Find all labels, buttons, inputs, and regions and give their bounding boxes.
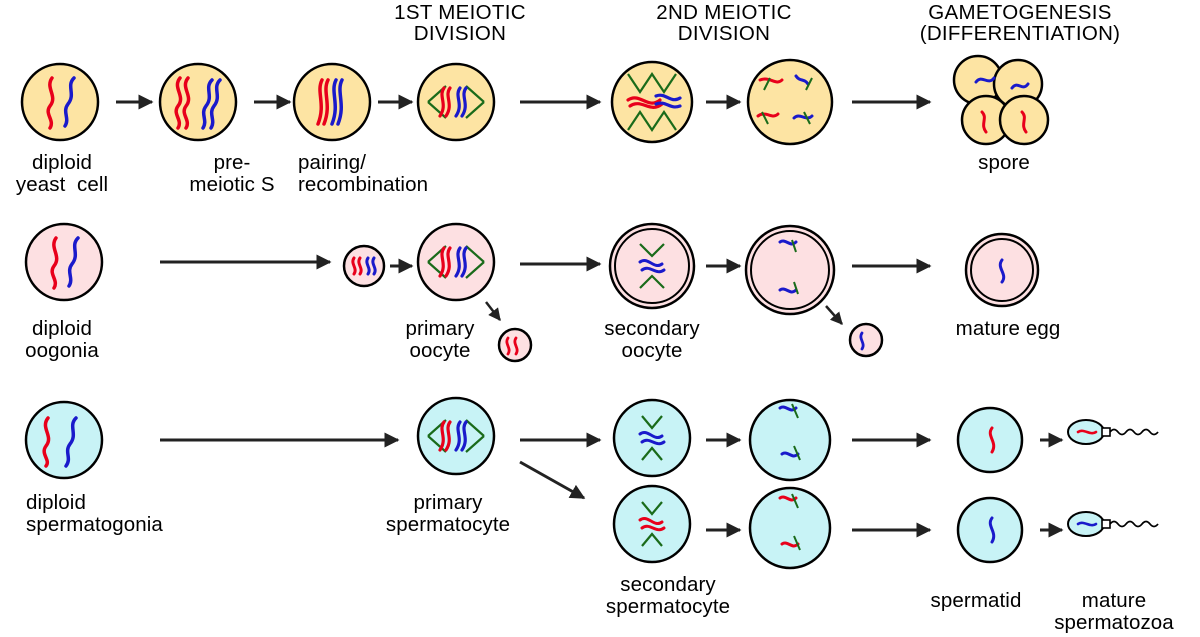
spermatid-red-cell <box>956 406 1024 474</box>
metaphase-i-yeast-cell <box>416 62 496 142</box>
arrow <box>825 305 843 325</box>
diploid-spermatogonia-cell <box>24 400 104 480</box>
anaphase-ii-yeast-cell <box>746 58 834 146</box>
primary-spermatocyte-label: primary spermatocyte <box>385 491 511 536</box>
anaphase-ii-blue <box>748 398 832 482</box>
spermatozoon-red <box>1067 419 1159 445</box>
yeast-row <box>20 54 1050 146</box>
spindle <box>761 77 813 125</box>
diploid-yeast-label: diploid yeast cell <box>15 151 109 196</box>
diploid-oogonia-cell <box>24 222 104 302</box>
secondary-oocyte-label: secondary oocyte <box>604 317 700 362</box>
first-division-header: 1ST MEIOTIC DIVISION <box>394 1 526 45</box>
oogenesis-row <box>24 222 1040 363</box>
polar-body-1 <box>497 327 533 363</box>
premeiotic-label: pre- meiotic S <box>189 151 275 196</box>
maternal-chromosome <box>46 76 55 130</box>
spore-label: spore <box>978 151 1030 174</box>
mature-egg-cell <box>964 232 1040 308</box>
primary-oocyte-cell <box>416 222 496 302</box>
second-division-header: 2ND MEIOTIC DIVISION <box>656 1 792 45</box>
spore-tetrad <box>952 54 1050 146</box>
mature-spermatozoa-label: mature spermatozoa <box>1054 589 1174 634</box>
small-oocyte-cell <box>342 244 386 288</box>
arrow <box>519 460 586 500</box>
secondary-oocyte-cell <box>608 222 696 310</box>
pairing-cell <box>292 62 372 142</box>
spermatozoon-blue <box>1067 511 1159 537</box>
mature-egg-label: mature egg <box>955 317 1061 340</box>
polar-body-2 <box>848 322 884 358</box>
spermatid-label: spermatid <box>930 589 1022 612</box>
premeiotic-cell <box>158 62 238 142</box>
spindle <box>627 72 677 132</box>
gametogenesis-header: GAMETOGENESIS (DIFFERENTIATION) <box>919 1 1121 45</box>
primary-spermatocyte-cell <box>416 396 496 476</box>
pairing-label: pairing/ recombination <box>298 151 429 196</box>
anaphase-ii-red <box>748 486 832 570</box>
diploid-oogonia-label: diploid oogonia <box>25 317 99 362</box>
spermatid-blue-cell <box>956 496 1024 564</box>
spindle <box>427 85 485 119</box>
diploid-spermatogonia-label: diploid spermatogonia <box>26 491 163 536</box>
secondary-spermatocyte-label: secondary spermatocyte <box>605 573 731 618</box>
spermatogenesis-row <box>24 396 1159 570</box>
oocyte-anaphase-ii-cell <box>744 224 836 316</box>
secondary-spermatocyte-blue <box>612 398 692 478</box>
paternal-chromosome <box>63 76 76 128</box>
metaphase-ii-yeast-cell <box>610 60 694 144</box>
diploid-yeast-cell <box>20 62 100 142</box>
arrow <box>485 301 501 321</box>
secondary-spermatocyte-red <box>612 484 692 564</box>
primary-oocyte-label: primary oocyte <box>405 317 475 362</box>
